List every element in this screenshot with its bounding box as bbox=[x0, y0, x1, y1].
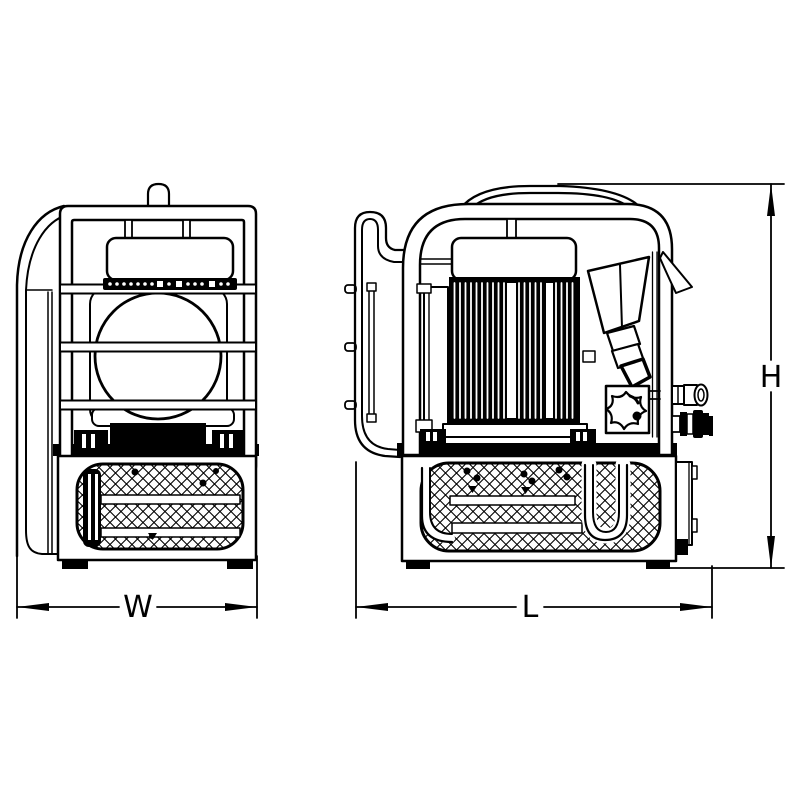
corner-gusset bbox=[659, 251, 693, 294]
length-label: L bbox=[522, 590, 539, 625]
suction-tube bbox=[581, 457, 631, 544]
dimension-width: W bbox=[16, 537, 258, 625]
reservoir-tank-side bbox=[400, 454, 698, 569]
motor-rail bbox=[415, 283, 449, 433]
hydraulic-couplers bbox=[671, 383, 713, 438]
arrow-left bbox=[17, 603, 49, 611]
protective-frame-side bbox=[401, 202, 674, 457]
side-hook bbox=[344, 210, 406, 459]
front-view bbox=[15, 182, 259, 569]
width-label: W bbox=[123, 590, 153, 625]
arrow-left bbox=[356, 603, 388, 611]
dimension-height: H bbox=[557, 183, 785, 569]
tank-bolts bbox=[131, 468, 219, 540]
tank-bolts-side bbox=[463, 466, 571, 494]
base-plate bbox=[397, 443, 677, 456]
cooling-fins bbox=[453, 282, 574, 419]
dimension-length: L bbox=[355, 461, 713, 625]
valve-lever bbox=[582, 255, 652, 389]
motor bbox=[103, 219, 237, 290]
reservoir-tank bbox=[56, 454, 258, 569]
arrow-right bbox=[225, 603, 257, 611]
side-view bbox=[344, 184, 713, 569]
side-cover bbox=[15, 204, 68, 558]
height-label: H bbox=[760, 360, 783, 395]
fan-guard-holes bbox=[108, 281, 230, 287]
pump-base bbox=[53, 423, 259, 456]
valve-block bbox=[604, 384, 661, 435]
handle-stub bbox=[146, 182, 171, 212]
electric-motor bbox=[420, 236, 596, 444]
arrow-down bbox=[767, 536, 775, 568]
arrow-up bbox=[767, 184, 775, 216]
arrow-right bbox=[680, 603, 712, 611]
